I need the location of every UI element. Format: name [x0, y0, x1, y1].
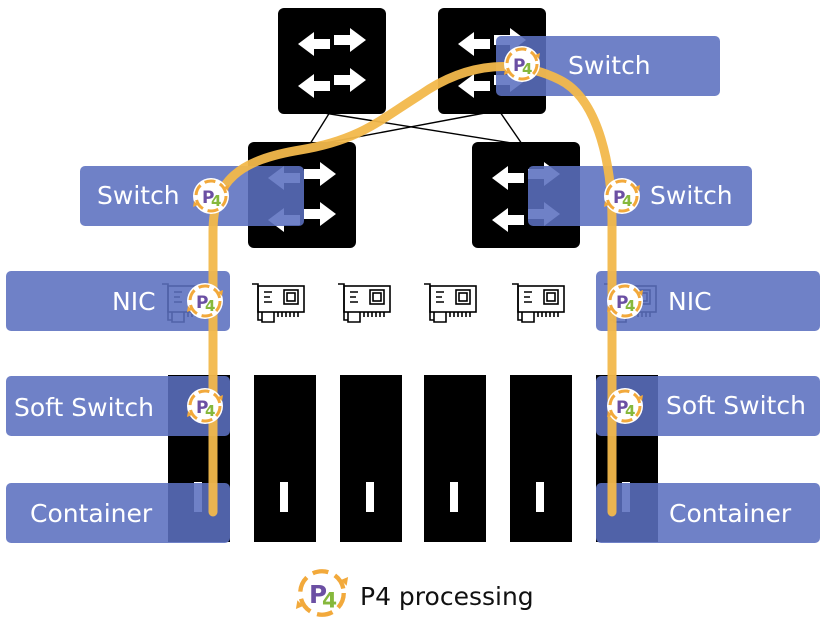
label-container-left: Container: [30, 499, 153, 528]
label-switch-right: Switch: [650, 181, 733, 210]
p4-logo-icon: [605, 386, 645, 426]
nic-icon: [511, 283, 565, 323]
label-box-nic-left: [6, 271, 230, 331]
nic-icon: [251, 283, 305, 323]
p4-logo-icon: [602, 176, 642, 216]
container-4: [424, 375, 486, 542]
label-nic-right: NIC: [668, 287, 712, 316]
p4-logo-icon: [502, 44, 542, 84]
container-3: [340, 375, 402, 542]
label-box-container-right: [596, 483, 820, 543]
nic-icon: [337, 283, 391, 323]
container-5: [510, 375, 572, 542]
container-2: [254, 375, 316, 542]
label-box-soft-switch-right: [596, 376, 820, 436]
p4-logo-icon: [185, 386, 225, 426]
label-nic-left: NIC: [112, 287, 156, 316]
core-switch-left: [278, 8, 386, 114]
label-switch-top: Switch: [568, 51, 651, 80]
label-box-switch-left: [80, 166, 304, 226]
label-soft-switch-right: Soft Switch: [666, 391, 806, 420]
p4-logo-icon: [191, 176, 231, 216]
p4-logo-icon: [185, 281, 225, 321]
p4-logo-icon: [605, 281, 645, 321]
label-box-container-left: [6, 483, 230, 543]
label-switch-left: Switch: [97, 181, 180, 210]
label-box-nic-right: [596, 271, 820, 331]
label-container-right: Container: [669, 499, 792, 528]
legend-text: P4 processing: [360, 582, 534, 611]
label-soft-switch-left: Soft Switch: [14, 393, 154, 422]
p4-processing-path: [208, 62, 617, 517]
switch-links: [309, 111, 523, 145]
label-box-soft-switch-left: [6, 376, 230, 436]
legend-p4-logo-icon: [296, 567, 348, 619]
nic-icon: [423, 283, 477, 323]
